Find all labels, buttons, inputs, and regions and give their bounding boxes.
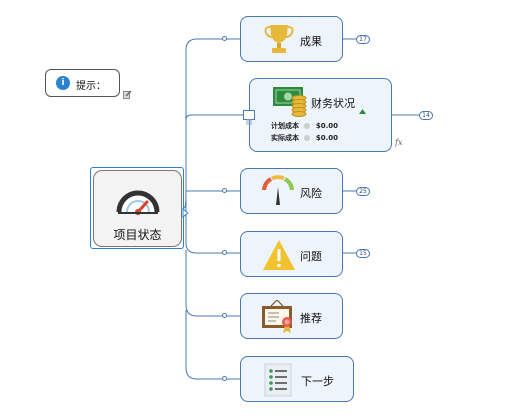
issue-label: 问题: [300, 250, 322, 263]
nextstep-label: 下一步: [301, 375, 334, 388]
branch-achievement[interactable]: 成果: [240, 16, 343, 62]
gauge-icon: [116, 185, 160, 219]
table-icon[interactable]: [243, 110, 255, 125]
issue-badge[interactable]: 15: [356, 249, 370, 258]
finance-row-name: 计划成本: [271, 122, 299, 130]
info-icon: i: [56, 76, 70, 90]
edit-note-icon[interactable]: [123, 84, 132, 99]
finance-row: 实际成本 $0.00: [271, 133, 338, 143]
checklist-icon: [264, 363, 294, 401]
fx-label[interactable]: fx: [395, 138, 403, 147]
money-icon: [273, 84, 307, 122]
connector-dot: [222, 188, 227, 193]
branch-recommend[interactable]: 推荐: [240, 293, 343, 339]
risk-label: 风险: [300, 187, 322, 200]
row-dot-icon: [304, 123, 311, 129]
risk-badge[interactable]: 25: [356, 187, 370, 196]
central-label: 项目状态: [113, 228, 162, 242]
connector-dot: [222, 250, 227, 255]
risk-gauge-icon: [261, 175, 295, 213]
certificate-icon: [261, 299, 297, 338]
finance-label: 财务状况: [311, 97, 355, 110]
recommend-label: 推荐: [300, 312, 322, 325]
connector-dot: [222, 36, 227, 41]
branch-risk[interactable]: 风险: [240, 168, 343, 214]
hint-label: 提示：: [76, 81, 106, 92]
central-node[interactable]: 项目状态: [93, 170, 182, 247]
finance-row-name: 实际成本: [271, 134, 299, 142]
finance-row: 计划成本 $0.00: [271, 121, 338, 131]
achievement-label: 成果: [300, 35, 322, 48]
achievement-badge[interactable]: 17: [356, 35, 370, 44]
finance-badge[interactable]: 14: [419, 111, 433, 120]
warning-icon: [262, 238, 296, 276]
connector-dot: [222, 376, 227, 381]
branch-nextstep[interactable]: 下一步: [240, 356, 354, 402]
hint-bubble[interactable]: i 提示：: [45, 69, 120, 97]
branch-issue[interactable]: 问题: [240, 231, 343, 277]
connector-dot: [222, 313, 227, 318]
finance-row-value: $0.00: [315, 122, 339, 130]
collapse-toggle-icon[interactable]: [182, 203, 190, 222]
central-node-frame: [90, 167, 184, 249]
branch-finance[interactable]: 财务状况 计划成本 $0.00 实际成本 $0.00: [249, 78, 392, 152]
expand-arrow-icon[interactable]: [359, 99, 366, 118]
trophy-icon: [263, 23, 295, 59]
finance-row-value: $0.00: [315, 134, 339, 142]
row-dot-icon: [304, 135, 311, 141]
